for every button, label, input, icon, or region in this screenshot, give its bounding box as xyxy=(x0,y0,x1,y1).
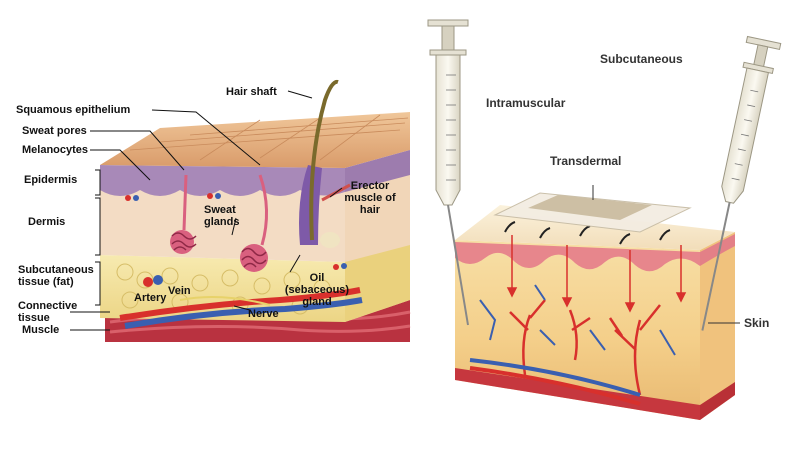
dermis-layer xyxy=(100,190,345,262)
fat-layer xyxy=(100,255,345,322)
label-nerve: Nerve xyxy=(248,308,279,320)
right-veins xyxy=(479,284,676,356)
absorption-arrows xyxy=(506,235,687,313)
label-erector-muscle: Erector muscle of hair xyxy=(344,180,396,216)
epidermis-layer xyxy=(100,165,345,196)
label-subcutaneous-tissue: Subcutaneous tissue (fat) xyxy=(18,264,94,288)
label-sweat-glands: Sweat glands xyxy=(204,204,240,228)
skin-surface xyxy=(100,112,410,168)
label-subcutaneous: Subcutaneous xyxy=(600,52,683,66)
label-muscle: Muscle xyxy=(22,324,60,336)
right-arteries xyxy=(509,299,661,396)
artery-vessel xyxy=(119,287,361,321)
sweat-gland-coil-1 xyxy=(170,174,197,254)
intramuscular-syringe xyxy=(427,19,469,326)
nerve-fiber xyxy=(179,295,271,306)
label-sweat-pores: Sweat pores xyxy=(22,125,87,137)
label-oil-gland: Oil (sebaceous) gland xyxy=(284,272,350,308)
left-skin-cross-section xyxy=(70,79,411,342)
label-epidermis: Epidermis xyxy=(24,174,78,186)
label-dermis: Dermis xyxy=(28,216,66,228)
subcutaneous-syringe xyxy=(701,35,782,331)
label-vein: Vein xyxy=(168,285,191,297)
transdermal-patch xyxy=(493,192,692,233)
label-hair-shaft: Hair shaft xyxy=(226,86,277,98)
label-squamous-epithelium: Squamous epithelium xyxy=(16,104,131,116)
label-melanocytes: Melanocytes xyxy=(22,144,89,156)
label-transdermal: Transdermal xyxy=(550,154,622,168)
hair-shaft-line xyxy=(309,79,339,241)
label-artery: Artery xyxy=(134,292,167,304)
skin-block-side xyxy=(700,232,735,420)
label-connective-tissue: Connective tissue xyxy=(18,300,78,324)
right-skin-block xyxy=(455,185,740,420)
sweat-gland-coil-2 xyxy=(240,174,269,272)
label-intramuscular: Intramuscular xyxy=(486,96,566,110)
leader-lines xyxy=(70,90,343,331)
vein-vessel xyxy=(124,297,363,329)
label-skin: Skin xyxy=(744,316,770,330)
